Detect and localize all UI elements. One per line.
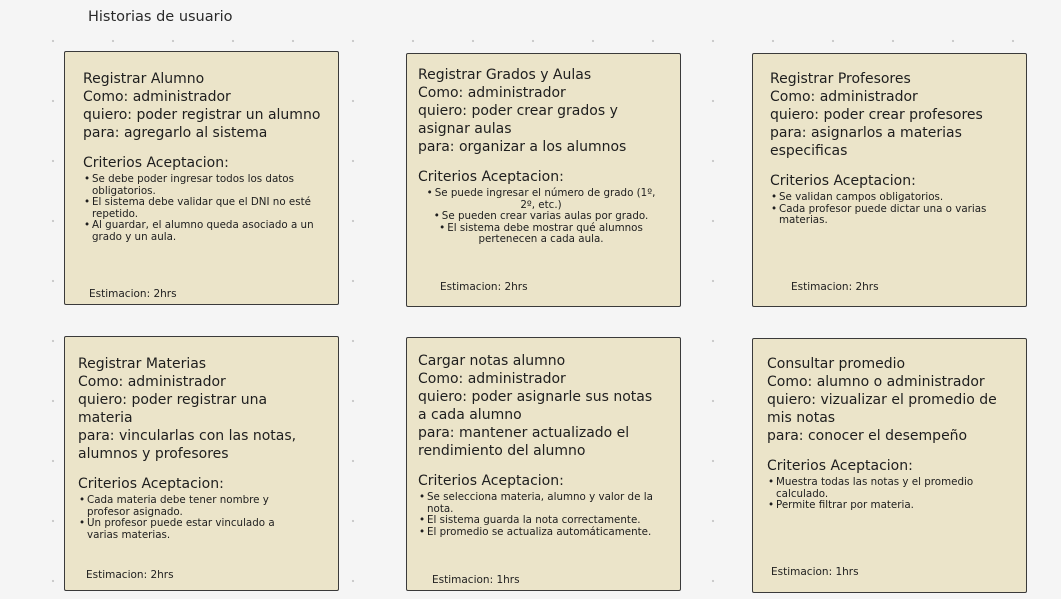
criteria-item: El promedio se actualiza automáticamente… (418, 526, 664, 539)
criteria-list: Se selecciona materia, alumno y valor de… (418, 491, 664, 539)
criteria-item: Se pueden crear varias aulas por grado. (418, 210, 664, 223)
estimate-label: Estimacion: 1hrs (771, 566, 859, 578)
estimate-label: Estimacion: 1hrs (432, 574, 520, 586)
story-purpose: para: organizar a los alumnos (418, 139, 627, 155)
estimate-label: Estimacion: 2hrs (791, 281, 879, 293)
criteria-item: Cada materia debe tener nombre y profeso… (78, 494, 298, 518)
criteria-item: El sistema debe validar que el DNI no es… (83, 196, 323, 220)
criteria-item: Cada profesor puede dictar una o varias … (770, 203, 1010, 227)
story-title: Cargar notas alumno (418, 353, 566, 369)
story-title: Consultar promedio (767, 356, 906, 372)
criteria-item: Permite filtrar por materia. (767, 499, 1003, 512)
story-want: quiero: vizualizar el promedio de (767, 392, 997, 408)
story-want-cont: materia (78, 410, 133, 426)
story-card-consultar-promedio[interactable]: Consultar promedio Como: alumno o admini… (752, 338, 1027, 593)
criteria-item: Al guardar, el alumno queda asociado a u… (83, 219, 323, 243)
story-role: Como: administrador (770, 89, 918, 105)
story-purpose-cont: especificas (770, 143, 848, 159)
story-purpose: para: vincularlas con las notas, (78, 428, 297, 444)
story-title: Registrar Materias (78, 356, 207, 372)
criteria-title: Criterios Aceptacion: (83, 155, 229, 171)
criteria-item: Muestra todas las notas y el promedio ca… (767, 476, 1003, 500)
story-card-cargar-notas[interactable]: Cargar notas alumno Como: administrador … (406, 337, 681, 591)
story-title: Registrar Profesores (770, 71, 911, 87)
story-want-cont: a cada alumno (418, 407, 522, 423)
story-role: Como: administrador (418, 85, 566, 101)
criteria-list: Cada materia debe tener nombre y profeso… (78, 494, 298, 541)
story-want-cont: asignar aulas (418, 121, 512, 137)
estimate-label: Estimacion: 2hrs (86, 569, 174, 581)
story-card-registrar-grados-aulas[interactable]: Registrar Grados y Aulas Como: administr… (406, 53, 681, 307)
criteria-item: Un profesor puede estar vinculado a vari… (78, 517, 298, 541)
story-role: Como: administrador (418, 371, 566, 387)
story-want: quiero: poder registrar un alumno (83, 107, 321, 123)
story-want-cont: mis notas (767, 410, 836, 426)
criteria-list: Se debe poder ingresar todos los datos o… (83, 173, 323, 243)
story-want: quiero: poder crear grados y (418, 103, 618, 119)
story-role: Como: alumno o administrador (767, 374, 985, 390)
criteria-list: Se puede ingresar el número de grado (1º… (418, 187, 664, 246)
criteria-title: Criterios Aceptacion: (767, 458, 913, 474)
story-purpose-cont: rendimiento del alumno (418, 443, 586, 459)
story-purpose: para: agregarlo al sistema (83, 125, 268, 141)
criteria-item: Se puede ingresar el número de grado (1º… (418, 187, 664, 211)
criteria-item: Se debe poder ingresar todos los datos o… (83, 173, 323, 197)
story-role: Como: administrador (83, 89, 231, 105)
story-purpose: para: asignarlos a materias (770, 125, 962, 141)
criteria-list: Se validan campos obligatorios. Cada pro… (770, 191, 1010, 227)
estimate-label: Estimacion: 2hrs (89, 288, 177, 300)
story-want: quiero: poder asignarle sus notas (418, 389, 653, 405)
criteria-title: Criterios Aceptacion: (78, 476, 224, 492)
story-title: Registrar Grados y Aulas (418, 67, 592, 83)
story-title: Registrar Alumno (83, 71, 205, 87)
criteria-title: Criterios Aceptacion: (418, 473, 564, 489)
story-purpose-cont: alumnos y profesores (78, 446, 229, 462)
criteria-item: El sistema debe mostrar qué alumnos pert… (418, 222, 664, 246)
estimate-label: Estimacion: 2hrs (440, 281, 528, 293)
story-card-registrar-profesores[interactable]: Registrar Profesores Como: administrador… (752, 53, 1027, 307)
board-title: Historias de usuario (88, 9, 233, 25)
criteria-item: Se validan campos obligatorios. (770, 191, 1010, 204)
story-purpose: para: mantener actualizado el (418, 425, 630, 441)
story-card-registrar-alumno[interactable]: Registrar Alumno Como: administrador qui… (64, 51, 339, 305)
story-purpose: para: conocer el desempeño (767, 428, 968, 444)
story-want: quiero: poder crear profesores (770, 107, 983, 123)
story-want: quiero: poder registrar una (78, 392, 268, 408)
criteria-title: Criterios Aceptacion: (418, 169, 564, 185)
criteria-title: Criterios Aceptacion: (770, 173, 916, 189)
criteria-item: Se selecciona materia, alumno y valor de… (418, 491, 664, 515)
story-role: Como: administrador (78, 374, 226, 390)
story-card-registrar-materias[interactable]: Registrar Materias Como: administrador q… (64, 336, 339, 591)
criteria-list: Muestra todas las notas y el promedio ca… (767, 476, 1003, 512)
criteria-item: El sistema guarda la nota correctamente. (418, 514, 664, 527)
